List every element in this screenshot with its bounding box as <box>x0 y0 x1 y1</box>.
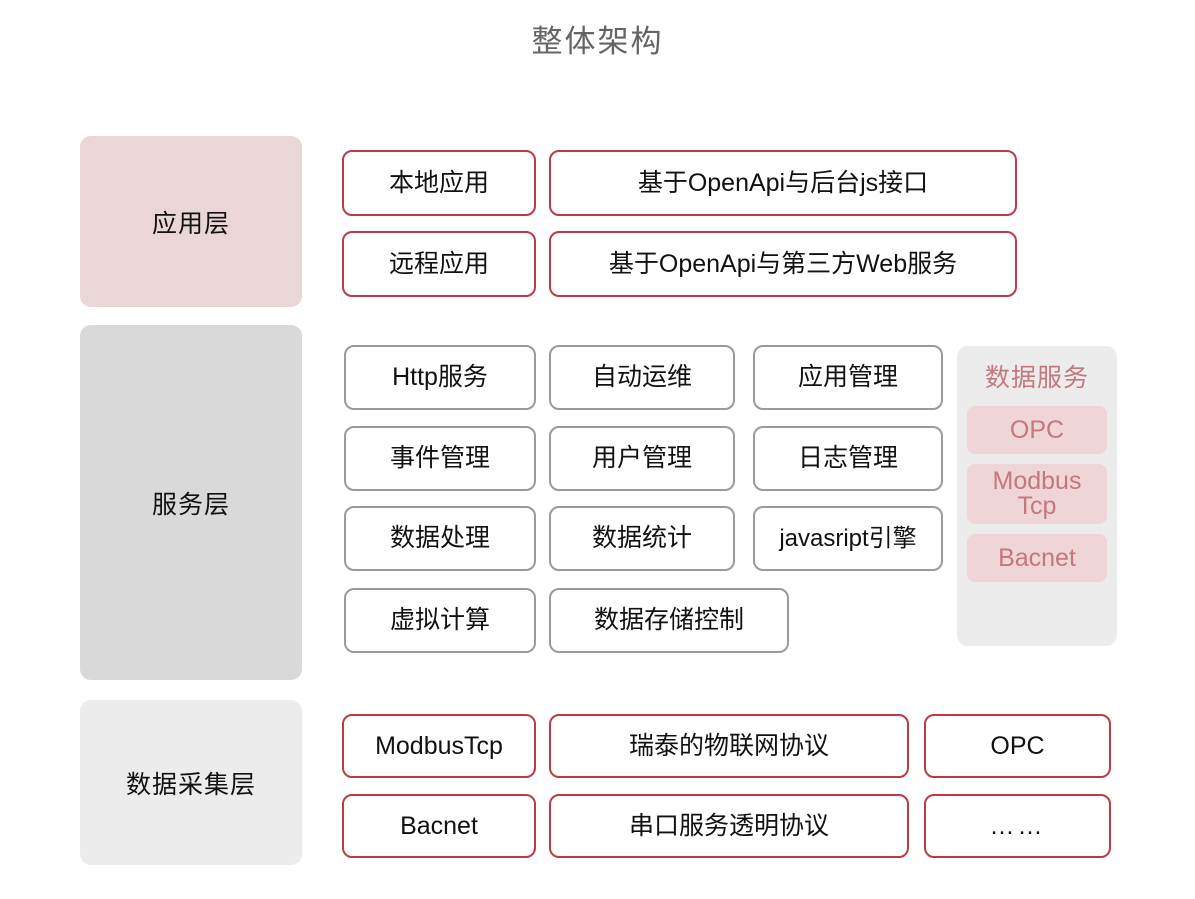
dc-card-modbustcp[interactable]: ModbusTcp <box>342 714 536 778</box>
dc-card-serial-transparent-protocol[interactable]: 串口服务透明协议 <box>549 794 909 858</box>
svc-card-virtual-computing[interactable]: 虚拟计算 <box>344 588 536 653</box>
app-card-local-application[interactable]: 本地应用 <box>342 150 536 216</box>
layer-label-application: 应用层 <box>151 209 230 238</box>
layer-block-data-collection: 数据采集层 <box>80 700 302 865</box>
svc-card-auto-ops[interactable]: 自动运维 <box>549 345 735 410</box>
layer-block-service: 服务层 <box>80 325 302 680</box>
dc-card-more[interactable]: …… <box>924 794 1111 858</box>
svc-card-javascript-engine[interactable]: javasript引擎 <box>753 506 943 571</box>
page-title: 整体架构 <box>531 24 664 59</box>
dc-card-bacnet[interactable]: Bacnet <box>342 794 536 858</box>
svc-card-user-management[interactable]: 用户管理 <box>549 426 735 491</box>
svc-card-data-processing[interactable]: 数据处理 <box>344 506 536 571</box>
app-card-remote-application[interactable]: 远程应用 <box>342 231 536 297</box>
svc-card-data-storage-control[interactable]: 数据存储控制 <box>549 588 789 653</box>
svc-card-event-management[interactable]: 事件管理 <box>344 426 536 491</box>
layer-label-data-collection: 数据采集层 <box>125 770 256 799</box>
app-card-openapi-backend-js[interactable]: 基于OpenApi与后台js接口 <box>549 150 1017 216</box>
dc-card-ruitai-iot-protocol[interactable]: 瑞泰的物联网协议 <box>549 714 909 778</box>
data-service-panel: 数据服务 OPC Modbus Tcp Bacnet <box>957 346 1117 646</box>
data-service-chip-modbustcp-line2: Tcp <box>1017 492 1057 520</box>
data-service-chip-modbustcp-line1: Modbus <box>992 467 1082 495</box>
svc-card-data-statistics[interactable]: 数据统计 <box>549 506 735 571</box>
data-service-chip-bacnet[interactable]: Bacnet <box>967 534 1107 582</box>
svc-card-http-service[interactable]: Http服务 <box>344 345 536 410</box>
layer-block-application: 应用层 <box>80 136 302 307</box>
layer-label-service: 服务层 <box>151 490 230 519</box>
dc-card-opc[interactable]: OPC <box>924 714 1111 778</box>
data-service-title: 数据服务 <box>984 364 1089 392</box>
app-card-openapi-third-party-web[interactable]: 基于OpenApi与第三方Web服务 <box>549 231 1017 297</box>
data-service-chip-modbustcp[interactable]: Modbus Tcp <box>967 464 1107 524</box>
svc-card-log-management[interactable]: 日志管理 <box>753 426 943 491</box>
svc-card-app-management[interactable]: 应用管理 <box>753 345 943 410</box>
data-service-chip-opc[interactable]: OPC <box>967 406 1107 454</box>
